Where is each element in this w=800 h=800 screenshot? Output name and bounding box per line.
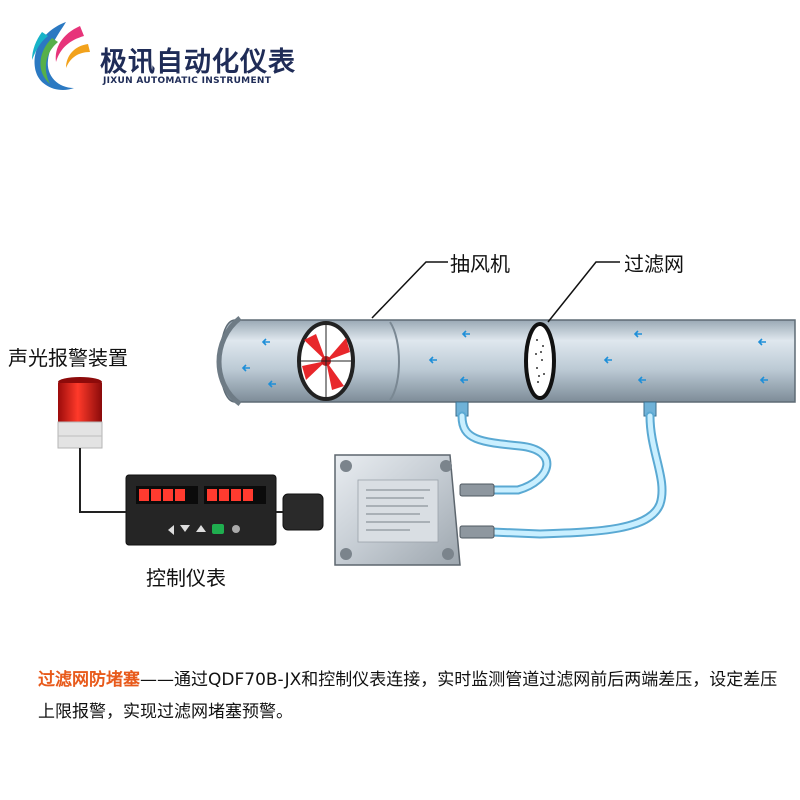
fan-label: 抽风机 bbox=[450, 252, 510, 276]
alarm-wire bbox=[79, 448, 126, 513]
fan-icon bbox=[297, 321, 355, 401]
logo-mark-icon bbox=[32, 22, 90, 91]
caption-body: ——通过QDF70B-JX和控制仪表连接，实时监测管道过滤网前后两端差压，设定差… bbox=[38, 670, 778, 722]
controller-label: 控制仪表 bbox=[146, 566, 226, 590]
airflow-arrow-icon bbox=[241, 330, 768, 388]
alarm-label: 声光报警装置 bbox=[8, 346, 128, 370]
air-duct bbox=[216, 316, 796, 407]
brand-name-en: JIXUN AUTOMATIC INSTRUMENT bbox=[103, 76, 272, 86]
caption-highlight: 过滤网防堵塞 bbox=[38, 670, 140, 690]
alarm-light-icon bbox=[57, 377, 103, 449]
impulse-tubes bbox=[457, 411, 667, 539]
filter-leader-line bbox=[547, 261, 620, 323]
cable-gland bbox=[282, 493, 324, 531]
brand-name-cn: 极讯自动化仪表 bbox=[100, 47, 296, 78]
fan-leader-line bbox=[371, 261, 448, 319]
filter-mesh-icon bbox=[524, 322, 556, 400]
control-instrument bbox=[125, 474, 277, 546]
filter-label: 过滤网 bbox=[624, 252, 684, 276]
caption: 过滤网防堵塞——通过QDF70B-JX和控制仪表连接，实时监测管道过滤网前后两端… bbox=[38, 664, 778, 728]
differential-pressure-transmitter bbox=[334, 454, 461, 566]
